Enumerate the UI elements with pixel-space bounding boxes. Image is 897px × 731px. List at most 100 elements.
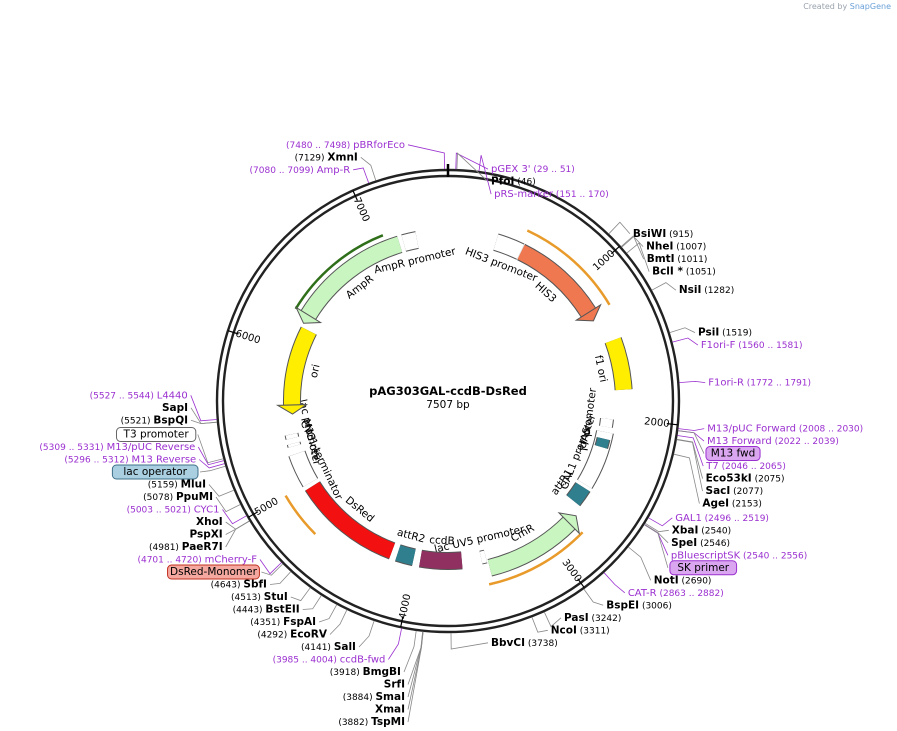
site-label-xbai-10: XbaI (2540) bbox=[672, 524, 731, 536]
primer-range-m13-reverse: (5296 .. 5312) bbox=[64, 455, 131, 465]
site-name-xmai-18: XmaI bbox=[375, 704, 405, 716]
leader-box-m13-fwd-0 bbox=[678, 430, 705, 454]
boxed-label-dsred-monomer: DsRed-Monomer bbox=[167, 564, 260, 580]
site-position-psii-6: (1519) bbox=[719, 328, 752, 338]
site-label-nsii-5: NsiI (1282) bbox=[679, 284, 734, 296]
label-layer: pGEX 3' (29 .. 51)PfoI (46)pRS-marker (1… bbox=[39, 140, 863, 728]
site-position-xmni-35: (7129) bbox=[295, 153, 328, 163]
leader-primer-amp-r-3 bbox=[353, 167, 370, 184]
site-name-smai-20: SmaI bbox=[376, 691, 406, 703]
leader-box-dsred-monomer-2 bbox=[261, 563, 284, 576]
feature-gal1-promoter bbox=[577, 430, 613, 489]
orange-arc-his3 bbox=[526, 229, 611, 306]
primer-label-prs-marker-2: pRS-marker (151 .. 170) bbox=[494, 189, 609, 200]
leader-primer-pbluescriptsk-10 bbox=[644, 524, 669, 556]
site-name-bspqi-34: BspQI bbox=[153, 414, 188, 426]
site-label-bsiwi-1: BsiWI (915) bbox=[633, 228, 693, 240]
site-position-bsteii-25: (4443) bbox=[233, 605, 266, 615]
tick-1000 bbox=[610, 245, 620, 255]
feature-attr1 bbox=[566, 482, 590, 506]
site-position-bcli-4: (1051) bbox=[683, 267, 716, 277]
site-position-agei-9: (2153) bbox=[729, 499, 762, 509]
feature-lac-uv5-promoter bbox=[479, 550, 488, 564]
site-label-bspqi-34: (5521) BspQI bbox=[121, 414, 188, 426]
snapgene-watermark: Created by SnapGene bbox=[803, 2, 891, 11]
site-label-sbfi-27: (4643) SbfI bbox=[211, 579, 267, 591]
primer-range-gal1: (2496 .. 2519) bbox=[702, 513, 769, 523]
site-name-bmti-3: BmtI bbox=[647, 253, 675, 265]
site-label-pasi-14: PasI (3242) bbox=[564, 612, 621, 624]
leader-primer-cyc1-14 bbox=[222, 509, 247, 525]
site-position-bmgbi-21: (3918) bbox=[330, 668, 363, 678]
leader-site-sali-22 bbox=[358, 620, 375, 648]
primer-label-cyc1-14: (5003 .. 5021) CYC1 bbox=[127, 505, 220, 516]
primer-name-cyc1: CYC1 bbox=[194, 505, 220, 516]
site-position-bspei-13: (3006) bbox=[639, 601, 672, 611]
feature-f1-ori bbox=[605, 337, 632, 391]
site-position-ppumi-31: (5078) bbox=[143, 493, 176, 503]
site-position-nhei-2: (1007) bbox=[673, 242, 706, 252]
site-position-stui-26: (4513) bbox=[231, 593, 264, 603]
tick-5000 bbox=[248, 511, 259, 518]
leader-site-bcli-4 bbox=[626, 242, 650, 272]
tick-label-2000: 2000 bbox=[644, 416, 670, 430]
feature-ori bbox=[283, 327, 317, 406]
primer-label-mcherry-f-13: (4701 .. 4720) mCherry-F bbox=[137, 555, 257, 566]
site-position-ecorv-23: (4292) bbox=[257, 630, 290, 640]
leader-primer-ccdb-fwd-12 bbox=[388, 628, 402, 660]
site-position-bbvci-16: (3738) bbox=[525, 638, 558, 648]
leader-site-fspai-24 bbox=[318, 604, 338, 623]
feature-arrowhead-his3 bbox=[574, 303, 602, 322]
green-arc-ampr bbox=[294, 234, 384, 310]
site-name-ppumi-31: PpuMI bbox=[176, 491, 213, 503]
site-name-sapi-33: SapI bbox=[162, 402, 188, 414]
feature-uas bbox=[595, 437, 610, 449]
feature-label-uas: UAS bbox=[576, 426, 593, 450]
feature-cmr bbox=[487, 517, 575, 576]
site-label-tspmi-19: (3882) TspMI bbox=[338, 716, 405, 728]
boxed-label-bg-lac-operator bbox=[111, 464, 199, 480]
leader-primer-gal1-9 bbox=[648, 517, 673, 527]
site-name-saci-8: SacI bbox=[706, 485, 731, 497]
site-label-sali-22: (4141) SalI bbox=[301, 641, 356, 653]
feature-attr2 bbox=[395, 545, 416, 566]
primer-name-gal1: GAL1 bbox=[675, 513, 702, 524]
site-position-ncoi-15: (3311) bbox=[577, 626, 610, 636]
site-position-bsiwi-1: (915) bbox=[666, 229, 693, 239]
site-label-xmai-18: XmaI bbox=[375, 704, 405, 716]
leader-site-nhei-2 bbox=[620, 235, 644, 247]
site-label-ecorv-23: (4292) EcoRV bbox=[257, 629, 327, 641]
site-label-xmni-35: (7129) XmnI bbox=[295, 151, 358, 163]
boxed-label-bg-sk-primer bbox=[669, 560, 738, 576]
site-label-spei-11: SpeI (2546) bbox=[671, 537, 730, 549]
leader-site-psii-6 bbox=[669, 327, 696, 333]
primer-label-ccdb-fwd-12: (3985 .. 4004) ccdB-fwd bbox=[273, 655, 386, 666]
primer-label-pgex-3-1: pGEX 3' (29 .. 51) bbox=[491, 164, 575, 175]
site-position-nsii-5: (1282) bbox=[701, 286, 734, 296]
primer-label-t7-8: T7 (2046 .. 2065) bbox=[705, 461, 786, 472]
primer-name-l4440: L4440 bbox=[157, 390, 188, 401]
boxed-label-bg-t3-promoter bbox=[115, 427, 197, 442]
site-label-bsteii-25: (4443) BstEII bbox=[233, 604, 300, 616]
tick-7000 bbox=[352, 190, 358, 201]
snapgene-logo: SnapGene bbox=[849, 2, 891, 11]
leader-primer-m13-puc-reverse-16 bbox=[197, 446, 224, 466]
site-name-spei-11: SpeI bbox=[671, 537, 697, 549]
leader-site-bspqi-34 bbox=[190, 419, 218, 425]
primer-name-cat-r: CAT-R bbox=[628, 588, 657, 599]
primer-range-amp-r: (7080 .. 7099) bbox=[250, 165, 317, 175]
site-label-mlui-32: (5159) MluI bbox=[148, 479, 206, 491]
leader-site-ncoi-15 bbox=[531, 617, 548, 633]
site-label-fspai-24: (4351) FspAI bbox=[250, 616, 316, 628]
primer-range-pgex-3: (29 .. 51) bbox=[531, 165, 575, 175]
orange-arc-cmr bbox=[488, 531, 584, 586]
feature-arrowhead-ori bbox=[275, 404, 309, 415]
leader-site-sbfi-27 bbox=[269, 571, 292, 585]
leader-site-tspmi-19 bbox=[407, 631, 424, 723]
plasmid-length: 7507 bp bbox=[426, 399, 470, 411]
leader-primer-f1ori-r-5 bbox=[679, 380, 706, 383]
site-position-sbfi-27: (4643) bbox=[211, 580, 244, 590]
leader-primer-m13-reverse-15 bbox=[198, 459, 225, 469]
primer-range-m13-forward: (2022 .. 2039) bbox=[772, 437, 839, 447]
site-position-eco53ki-7: (2075) bbox=[752, 474, 785, 484]
